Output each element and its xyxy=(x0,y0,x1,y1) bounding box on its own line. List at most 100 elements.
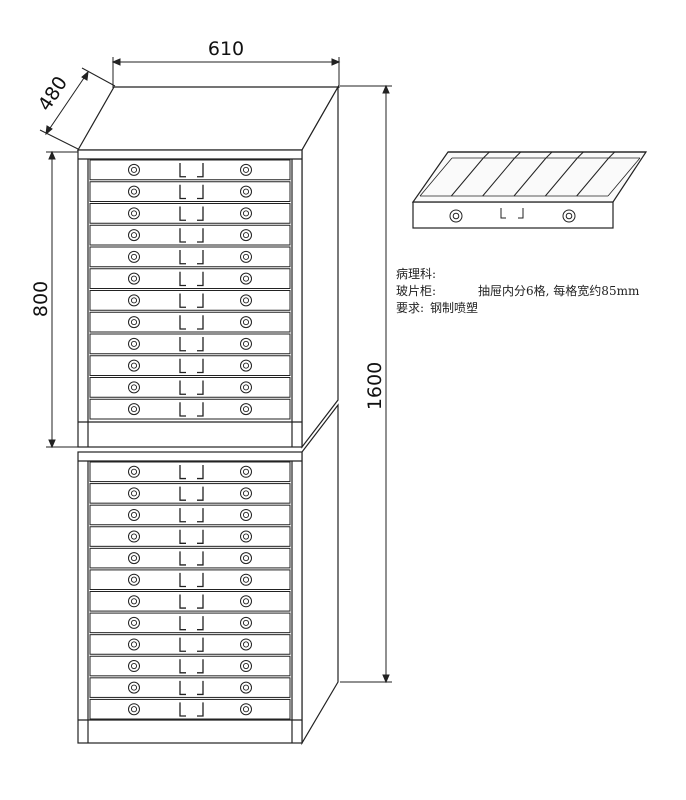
drawer[interactable] xyxy=(89,224,291,246)
lock-core-icon xyxy=(242,297,250,304)
drawer[interactable] xyxy=(89,246,291,268)
drawer[interactable] xyxy=(89,333,291,355)
slide-tray-detail xyxy=(411,151,648,229)
right-lock-icon xyxy=(240,595,252,608)
right-lock-icon xyxy=(240,508,252,521)
product-value: 抽屉内分6格, 每格宽约85mm xyxy=(478,284,640,298)
drawer[interactable] xyxy=(89,290,291,311)
drawer[interactable] xyxy=(89,268,291,289)
left-lock-icon xyxy=(128,163,140,176)
left-lock-icon xyxy=(128,403,140,416)
left-lock-icon xyxy=(128,337,140,350)
tray-divider xyxy=(482,157,516,197)
drawer[interactable] xyxy=(89,398,291,420)
lock-core-icon xyxy=(242,362,250,369)
handle-icon xyxy=(179,271,204,287)
lock-core-icon xyxy=(130,662,138,670)
drawer[interactable] xyxy=(89,203,291,224)
handle-icon xyxy=(179,508,204,523)
lock-core-icon xyxy=(242,319,250,326)
right-lock-icon xyxy=(240,272,252,285)
drawer[interactable] xyxy=(89,181,291,202)
drawer-front xyxy=(89,268,291,289)
right-lock-icon xyxy=(240,163,252,176)
drawer[interactable] xyxy=(89,612,291,634)
depth-dimension xyxy=(39,67,116,151)
lock-core-icon xyxy=(242,166,250,173)
total-height-dimension xyxy=(340,84,392,684)
drawer-front xyxy=(89,377,291,398)
right-lock-icon xyxy=(240,229,252,242)
drawer[interactable] xyxy=(89,526,291,547)
handle-icon xyxy=(179,659,204,674)
handle-icon xyxy=(179,358,204,374)
left-lock-icon xyxy=(128,660,140,673)
lock-core-icon xyxy=(130,166,138,173)
left-lock-icon xyxy=(128,487,140,500)
lock-core-icon xyxy=(130,684,138,691)
right-lock-icon xyxy=(240,381,252,394)
lock-core-icon xyxy=(242,188,250,195)
drawer[interactable] xyxy=(89,569,291,591)
drawer[interactable] xyxy=(89,591,291,612)
width-label: 610 xyxy=(208,38,244,60)
note-requirement: 要求:钢制喷塑 xyxy=(396,300,478,316)
drawer[interactable] xyxy=(89,377,291,398)
lock-core-icon xyxy=(242,511,250,519)
drawer[interactable] xyxy=(89,483,291,504)
drawer[interactable] xyxy=(89,634,291,655)
note-product: 玻片柜:抽屉内分6格, 每格宽约85mm xyxy=(396,283,639,299)
lock-core-icon xyxy=(242,406,250,413)
right-lock-icon xyxy=(240,250,252,263)
left-lock-icon xyxy=(128,294,140,307)
lock-core-icon xyxy=(242,232,250,239)
lock-core-icon xyxy=(130,555,138,562)
lock-core-icon xyxy=(242,490,250,497)
lock-core-icon xyxy=(130,297,138,304)
drawer[interactable] xyxy=(89,159,291,181)
drawer-front xyxy=(89,355,291,376)
lock-core-icon xyxy=(130,490,138,497)
right-lock-icon xyxy=(240,552,252,565)
drawer[interactable] xyxy=(89,547,291,569)
right-lock-icon xyxy=(240,681,252,694)
lower-side-panel xyxy=(301,403,339,746)
left-lock-icon xyxy=(128,530,140,543)
drawer-front xyxy=(89,591,291,612)
right-lock-icon xyxy=(240,530,252,543)
handle-icon xyxy=(179,315,204,330)
cabinet-top-face xyxy=(76,86,340,151)
lock-core-icon xyxy=(130,641,138,648)
drawer[interactable] xyxy=(89,311,291,333)
right-lock-icon xyxy=(240,638,252,651)
drawer[interactable] xyxy=(89,504,291,526)
drawer[interactable] xyxy=(89,698,291,720)
lock-core-icon xyxy=(130,598,138,605)
left-lock-icon xyxy=(128,573,140,586)
handle-icon xyxy=(179,337,204,352)
drawer-front xyxy=(89,181,291,202)
drawer-front xyxy=(89,547,291,569)
drawer-front xyxy=(89,569,291,591)
drawer[interactable] xyxy=(89,461,291,483)
lock-core-icon xyxy=(130,619,138,626)
tray-divider-top xyxy=(514,151,522,159)
left-lock-icon xyxy=(128,381,140,394)
lock-core-icon xyxy=(130,232,138,239)
drawer-front xyxy=(89,526,291,547)
drawer[interactable] xyxy=(89,677,291,698)
lock-core-icon xyxy=(130,210,138,217)
left-lock-icon xyxy=(128,465,140,478)
drawer-front xyxy=(89,203,291,224)
lock-core-icon xyxy=(242,576,250,583)
handle-icon xyxy=(179,486,204,501)
right-lock-icon xyxy=(240,573,252,586)
drawer[interactable] xyxy=(89,355,291,376)
left-lock-icon xyxy=(128,703,140,716)
lock-core-icon xyxy=(242,555,250,562)
right-lock-icon xyxy=(240,316,252,329)
drawer[interactable] xyxy=(89,655,291,677)
lock-core-icon xyxy=(130,253,138,260)
drawer-front xyxy=(89,504,291,526)
lock-core-icon xyxy=(130,188,138,195)
